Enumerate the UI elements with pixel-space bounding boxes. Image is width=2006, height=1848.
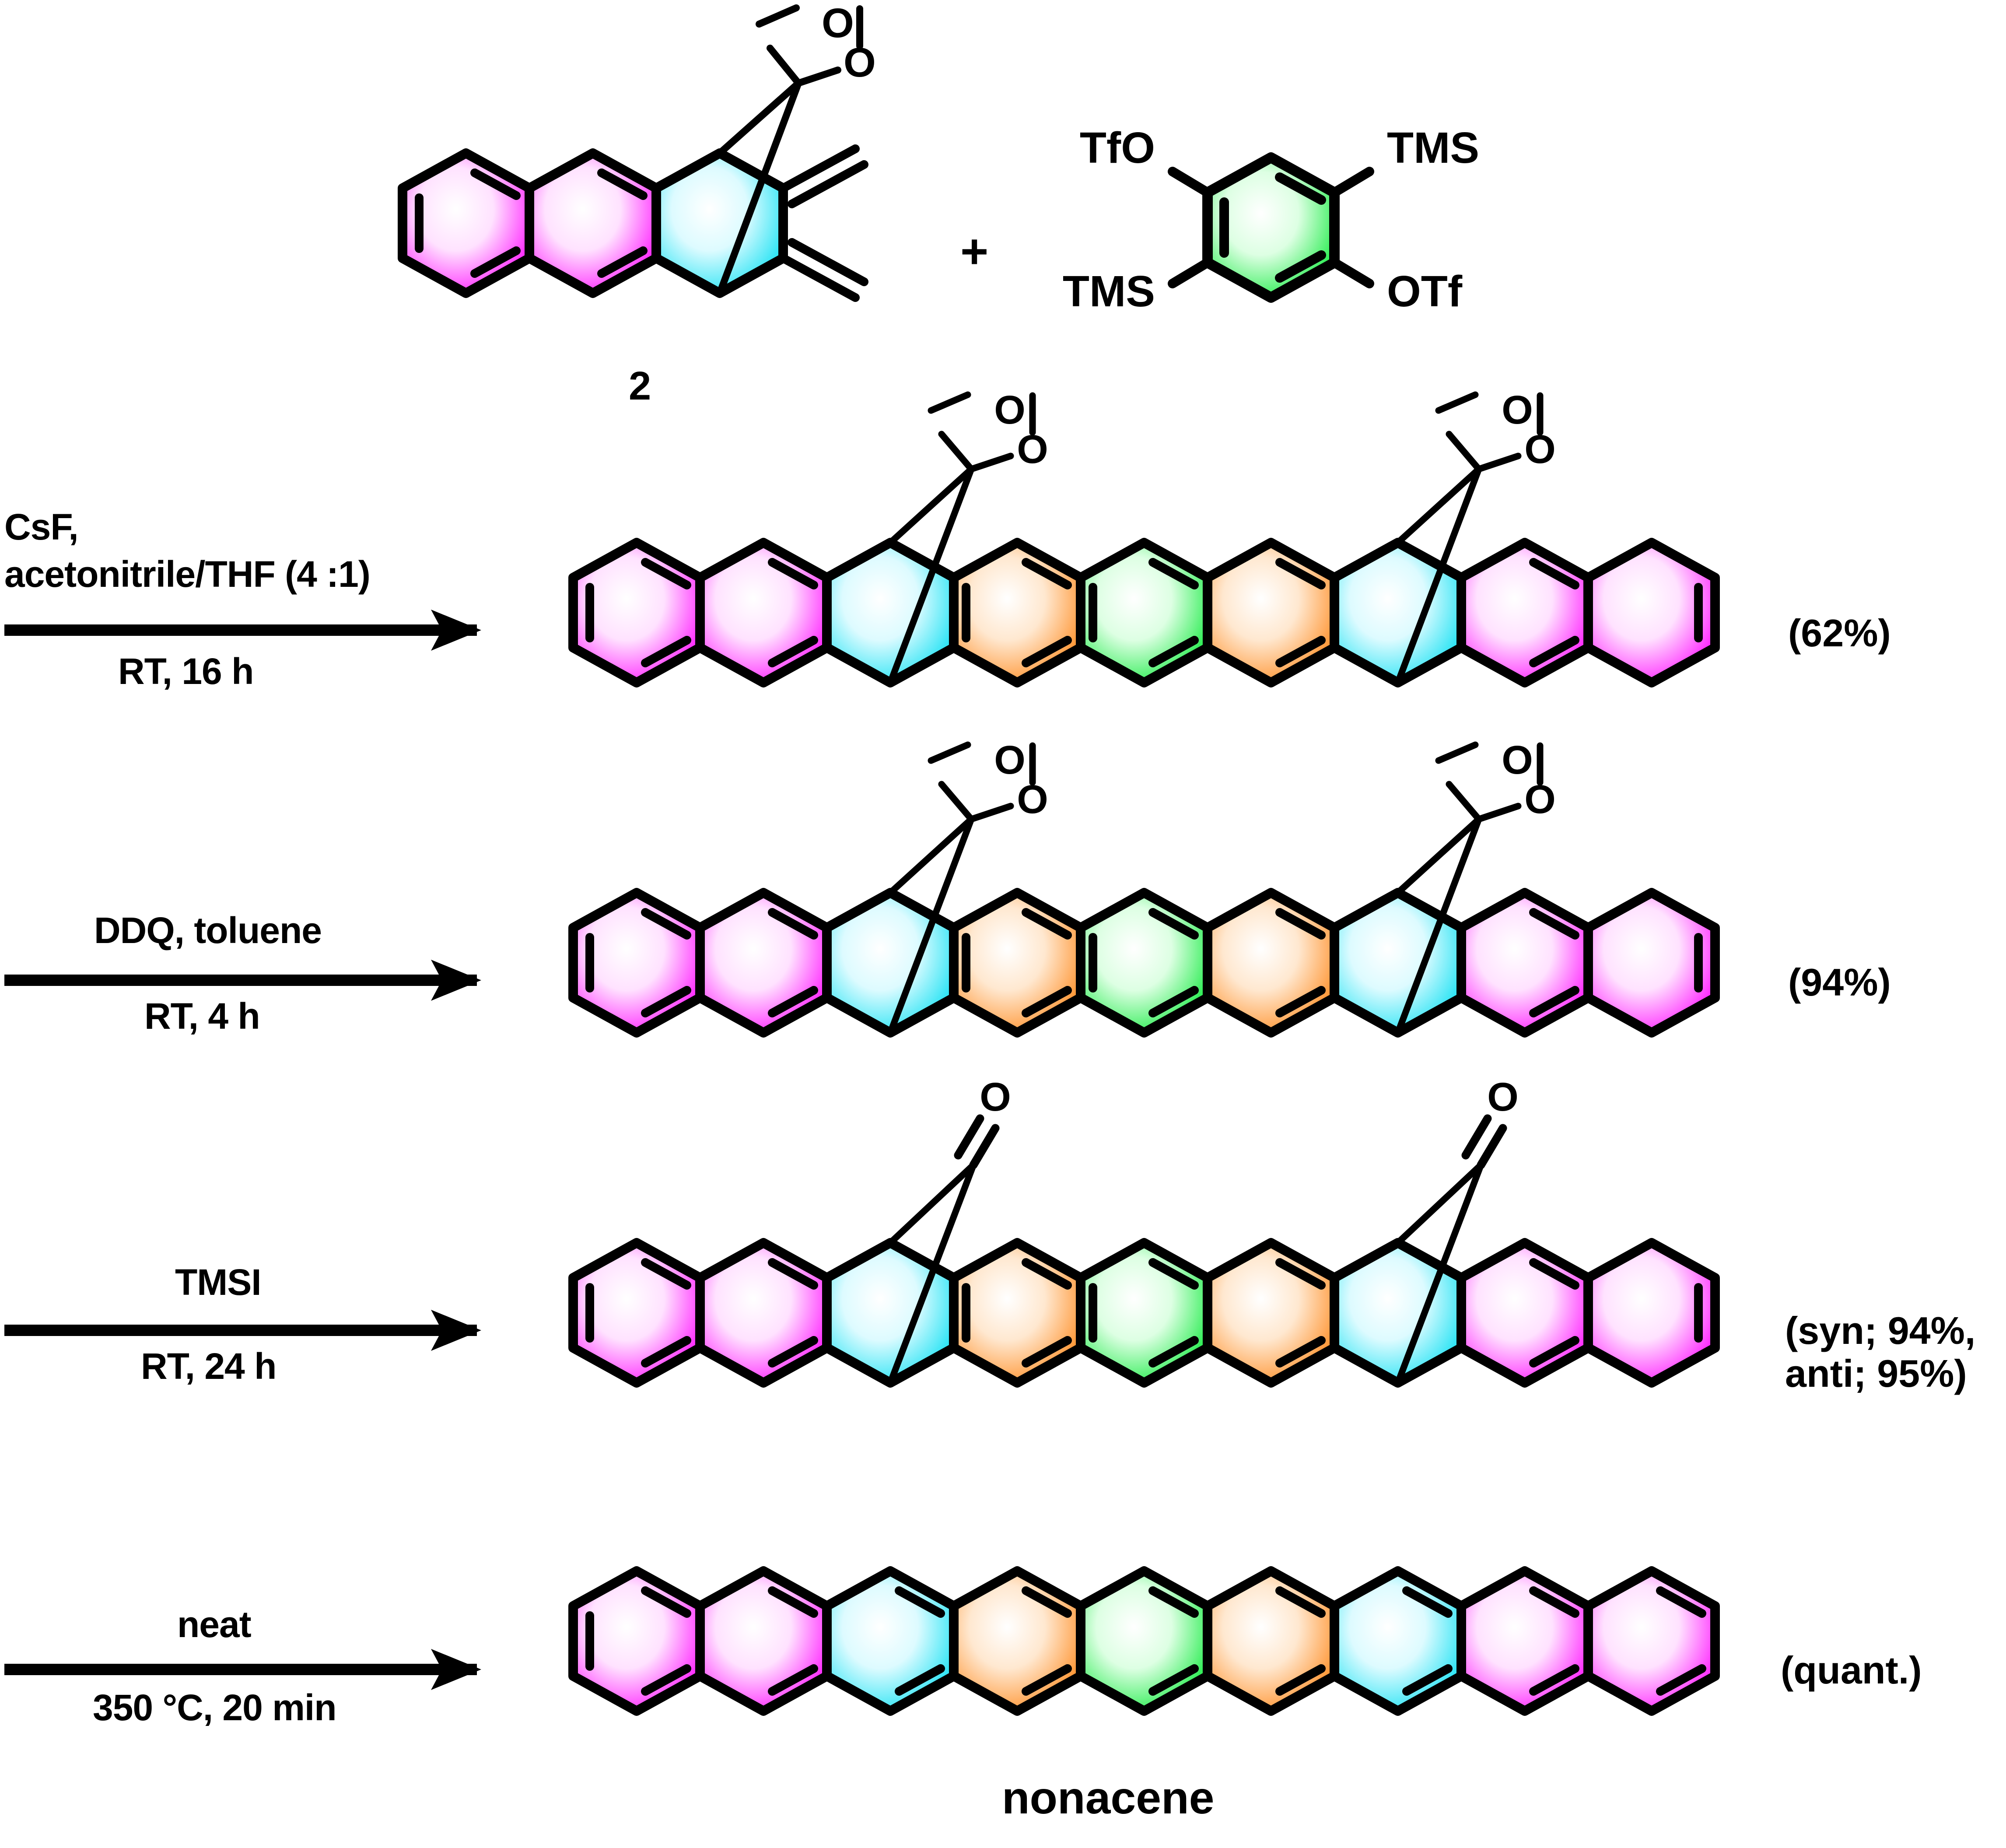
step2-conditions: RT, 4 h: [144, 996, 260, 1037]
step1-yield: (62%): [1788, 611, 1891, 655]
step2-product-structure: O O O O: [564, 738, 1763, 1068]
step3-reaction-arrow: [0, 1310, 516, 1351]
step2-ketal-o-label-1: O: [994, 738, 1026, 782]
step2-yield: (94%): [1788, 961, 1891, 1004]
step2-reaction-arrow: [0, 960, 516, 1001]
step1-ketal-o-label-3: O: [1502, 388, 1533, 432]
step1-product-structure: O O O O: [564, 388, 1763, 718]
nonacene-product-label: nonacene: [1002, 1773, 1215, 1823]
step3-reagents-line1: TMSI: [175, 1262, 262, 1303]
tms-label-top-right: TMS: [1387, 123, 1479, 172]
step3-yield-line2: anti; 95%): [1785, 1352, 1967, 1395]
step2-ketal-o-label-2: O: [1017, 777, 1048, 822]
step3-conditions: RT, 24 h: [141, 1346, 277, 1387]
step1-reagents-line1: CsF,: [4, 506, 79, 547]
step1-ketal-o-label-4: O: [1524, 427, 1556, 472]
compound-2-structure: O O: [385, 0, 954, 363]
compound-2-label: 2: [629, 364, 651, 408]
ketal-oxygen-label-1: O: [822, 0, 854, 46]
step1-reaction-arrow: [0, 610, 516, 651]
step4-yield: (quant.): [1781, 1648, 1922, 1692]
step1-ketal-o-label-2: O: [1017, 427, 1048, 472]
step2-reagents-line1: DDQ, toluene: [94, 910, 322, 951]
tms-label-bottom-left: TMS: [1063, 267, 1155, 316]
ketal-oxygen-label-2: O: [844, 39, 876, 86]
step2-ketal-o-label-3: O: [1502, 738, 1533, 782]
step4-product-structure: [564, 1566, 1763, 1742]
plus-sign: +: [960, 224, 989, 278]
step1-conditions: RT, 16 h: [118, 651, 254, 692]
step4-conditions: 350 °C, 20 min: [93, 1687, 337, 1728]
step1-reagents-line2: acetonitrile/THF (4 :1): [4, 554, 371, 595]
otf-label-bottom-right: OTf: [1387, 267, 1463, 316]
step3-product-structure: O O: [564, 1075, 1763, 1418]
step3-yield-line1: (syn; 94%,: [1785, 1309, 1976, 1352]
step3-ketone-o-label-2: O: [1487, 1075, 1519, 1119]
aryne-precursor-structure: TfO TMS TMS OTf: [1050, 123, 1531, 376]
step4-reagents-line1: neat: [177, 1604, 252, 1645]
tfo-label-top-left: TfO: [1080, 123, 1155, 172]
step1-ketal-o-label-1: O: [994, 388, 1026, 432]
step4-reaction-arrow: [0, 1649, 516, 1690]
step3-ketone-o-label-1: O: [980, 1075, 1011, 1119]
step2-ketal-o-label-4: O: [1524, 777, 1556, 822]
